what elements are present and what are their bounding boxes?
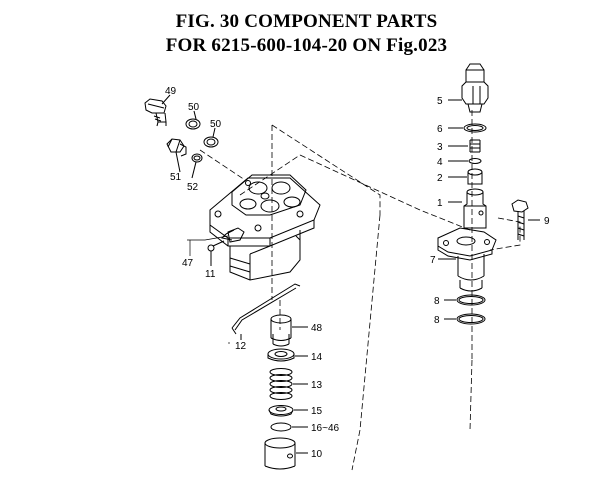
barrel-part-1 [448,188,487,229]
plug-part-47 [187,233,233,256]
callout-14: 14 [311,352,323,363]
callout-labels: 49 50 50 51 52 47 11 12 48 14 13 15 16~4… [165,86,550,460]
callout-1: 1 [437,198,443,209]
callout-3: 3 [437,142,443,153]
shim-part-16-46 [270,422,308,432]
oring-part-4 [448,158,482,164]
oring-part-8a [444,294,486,306]
callout-12: 12 [235,341,247,352]
callout-49: 49 [165,86,177,97]
pump-housing [209,174,321,281]
callout-51: 51 [170,172,182,183]
valve-spring-part-3 [448,139,481,153]
wire-clip-part-12 [231,283,301,340]
callout-50b: 50 [210,119,222,130]
callout-48: 48 [311,323,323,334]
sleeve-part-48 [270,314,308,347]
washer-part-50a [185,110,201,130]
screw-part-11 [207,240,225,266]
spring-seat-part-14 [267,348,308,362]
callout-8b: 8 [434,315,440,326]
callout-10: 10 [311,449,323,460]
callout-7: 7 [430,255,436,266]
valve-holder-part-5 [448,63,489,113]
spring-part-13 [269,368,308,400]
callout-50a: 50 [188,102,200,113]
callout-16-46: 16~46 [311,423,340,434]
oring-part-6 [448,123,487,133]
callout-2: 2 [437,173,443,184]
oring-part-8b [444,313,486,325]
callout-52: 52 [187,182,199,193]
banjo-bolt-part-49 [144,94,171,127]
callout-6: 6 [437,124,443,135]
callout-4: 4 [437,157,443,168]
figure-title: FIG. 30 COMPONENT PARTS [175,11,438,32]
tappet-part-10 [264,437,308,470]
delivery-valve-part-2 [448,168,483,185]
union-fitting-part-51 [166,138,187,173]
oring-part-52 [191,153,203,179]
callout-5: 5 [437,96,443,107]
callout-47: 47 [182,258,194,269]
assembly-dash-lines [199,110,521,471]
flange-part-7 [437,227,497,292]
callout-8a: 8 [434,296,440,307]
callout-11: 11 [205,269,216,280]
callout-13: 13 [311,380,323,391]
callout-15: 15 [311,406,323,417]
figure-subtitle: FOR 6215-600-104-20 ON Fig.023 [165,35,448,56]
callout-9: 9 [544,216,550,227]
bolt-part-9 [511,199,540,240]
washer-part-50b [203,127,219,148]
spring-seat-part-15 [268,405,308,417]
